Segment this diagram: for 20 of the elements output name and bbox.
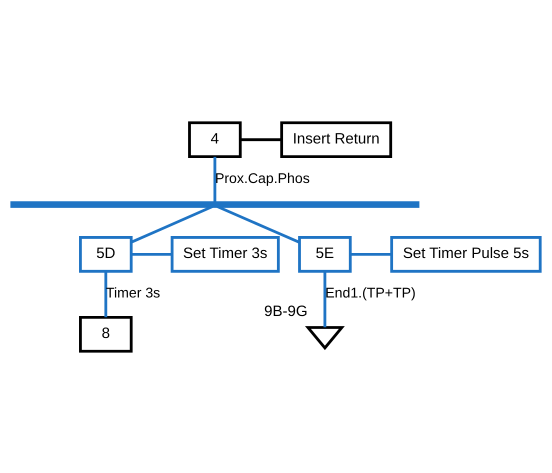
node-box: 4 xyxy=(188,120,242,158)
connector xyxy=(323,271,326,327)
connector xyxy=(216,204,300,244)
edge-label: Prox.Cap.Phos xyxy=(214,169,310,186)
node-box: Set Timer 3s xyxy=(170,236,280,272)
node-box: Insert Return xyxy=(280,120,392,158)
connector xyxy=(104,271,108,317)
node-bar xyxy=(10,200,420,208)
connector xyxy=(213,156,216,202)
node-box: 5E xyxy=(298,236,352,272)
node-triangle xyxy=(304,326,345,350)
node-label: 9B-9G xyxy=(264,302,308,320)
connector xyxy=(130,204,214,244)
connector xyxy=(240,138,282,141)
node-box: Set Timer Pulse 5s xyxy=(390,236,542,272)
node-box: 8 xyxy=(79,315,133,352)
node-box: 5D xyxy=(79,236,133,272)
edge-label: End1.(TP+TP) xyxy=(325,284,416,300)
connector xyxy=(350,252,392,256)
connector xyxy=(131,252,172,256)
